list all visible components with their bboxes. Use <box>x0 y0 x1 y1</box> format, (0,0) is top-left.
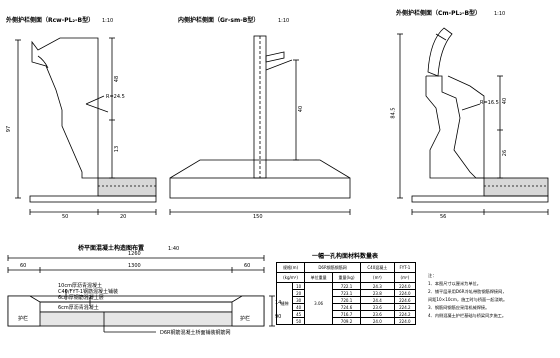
plan-dim-right-seg: 60 <box>244 263 251 269</box>
notes-item: 2．铺平层采用D6R冷轧带肋钢筋焊接网， <box>428 289 507 294</box>
table-cell: 722.1 <box>332 282 361 290</box>
table-subheader-row: (kg/m²) 单位重量 重量(kg) (m³) (m²) <box>275 272 417 283</box>
table-header-mesh: D6R钢筋钢筋网 <box>304 262 361 273</box>
table-cell: 20 <box>292 289 306 297</box>
middle-rail-bracket <box>265 51 285 63</box>
table-cell: 23.6 <box>360 303 395 311</box>
plan-left-guard-label: 护栏 <box>18 316 29 322</box>
table-header-spec: 规格(m) <box>275 262 306 273</box>
plan-note-4: 6cm厚沥青混凝土 <box>58 305 99 311</box>
plan-right-guard-label: 护栏 <box>240 316 251 322</box>
table-cell: 224.2 <box>393 303 417 311</box>
table-cell: 45 <box>292 310 306 318</box>
right-section-title: 外侧护栏侧面（Cm-PL₂-B型） <box>396 10 482 17</box>
table-sub-weight: 重量(kg) <box>332 272 361 283</box>
middle-dim-base-width: 150 <box>253 214 263 220</box>
table-cell: 224.0 <box>393 289 417 297</box>
table-cell: 716.7 <box>332 310 361 318</box>
plan-note-3: 6cm厚钢筋混凝土层 <box>58 295 104 301</box>
plan-note-1: 10cm厚沥青混凝土 <box>58 283 102 289</box>
table-unit-label: (kg/m²) <box>275 272 306 283</box>
plan-deck-top <box>7 295 265 303</box>
plan-dim-overall: 1260 <box>128 251 141 257</box>
table-cell: 24.3 <box>360 282 395 290</box>
plan-dim-left-seg: 60 <box>20 263 27 269</box>
notes-title: 注： <box>428 273 437 278</box>
table-cell: 709.2 <box>332 317 361 325</box>
table-cell: 23.8 <box>360 289 395 297</box>
table-cell: 224.0 <box>393 282 417 290</box>
table-cell: 224.0 <box>393 317 417 325</box>
table-row: 40 724.6 23.6 224.2 <box>277 303 417 311</box>
table-header-fyt: FYT-1 <box>393 262 417 273</box>
table-row: 50 709.2 24.0 224.0 <box>277 317 417 325</box>
left-barrier-face <box>37 55 49 69</box>
left-base-slab-lower <box>29 195 157 203</box>
plan-scale: 1:40 <box>168 246 180 252</box>
table-cell: 24.0 <box>360 317 395 325</box>
table-row: 30 720.1 24.4 224.6 <box>277 296 417 304</box>
right-section-scale: 1:10 <box>494 11 506 17</box>
table-row: 45 716.7 23.6 224.2 <box>277 310 417 318</box>
table-row: 缝隙 10 3.06 722.1 24.3 224.0 <box>275 282 417 325</box>
left-barrier-outline <box>31 37 99 179</box>
table-header-concrete: C40混凝土 <box>360 262 395 273</box>
left-dim-slope: R=24.5 <box>106 94 125 100</box>
table-row: 20 723.1 23.8 224.0 <box>277 289 417 297</box>
plan-note-bottom: D6R钢筋混凝土桥面铺装钢筋网 <box>160 330 231 336</box>
table-cell: 23.6 <box>360 310 395 318</box>
table-cell: 24.4 <box>360 296 395 304</box>
notes-item: 4．内侧混凝土护栏基础与桥梁同步施工。 <box>428 313 507 318</box>
left-section-scale: 1:10 <box>102 18 114 24</box>
table-title: 一幅一孔构面材料数量表 <box>312 253 379 260</box>
right-dim-slope: R=16.5 <box>480 100 499 106</box>
plan-right-guard <box>231 295 265 327</box>
table-cell: 720.1 <box>332 296 361 304</box>
right-dim-base-width: 56 <box>440 214 447 220</box>
table-cell: 224.2 <box>393 310 417 318</box>
table-header-row: 规格(m) D6R钢筋钢筋网 C40混凝土 FYT-1 <box>275 262 417 273</box>
material-table: 规格(m) D6R钢筋钢筋网 C40混凝土 FYT-1 (kg/m²) 单位重量… <box>275 262 417 354</box>
table-cell: 50 <box>292 317 306 325</box>
plan-deck-bottom <box>7 311 265 327</box>
right-rail-tube <box>427 27 453 77</box>
table-cell: 40 <box>292 303 306 311</box>
table-sub-unitweight: 单位重量 <box>304 272 334 283</box>
table-sub-volume: (m³) <box>360 272 395 283</box>
plan-note-2: C40/FYT-1钢筋混凝土铺装 <box>58 289 119 295</box>
plan-dim-mid-seg: 1300 <box>128 263 141 269</box>
left-dim-top-width: 20 <box>120 214 127 220</box>
table-unit-weight: 3.06 <box>304 282 334 325</box>
plan-title: 桥平面混凝土构造图布置 <box>78 245 145 252</box>
table-cell: 30 <box>292 296 306 304</box>
right-base-slab-lower <box>411 195 549 203</box>
table-cell: 10 <box>292 282 306 290</box>
left-dim-base-width: 50 <box>62 214 69 220</box>
table-cell: 724.6 <box>332 303 361 311</box>
table-cell: 723.1 <box>332 289 361 297</box>
left-section-title: 外侧护栏侧面（Rcw-PL₂-B型） <box>6 17 95 24</box>
middle-section-title: 内侧护栏侧面（Gr-sm-B型） <box>178 17 260 24</box>
notes-item: 间距10×10cm，施工时与桥面一起浇筑。 <box>428 297 508 302</box>
plan-left-guard <box>7 295 41 327</box>
middle-section-scale: 1:10 <box>278 18 290 24</box>
notes-block: 注： 1．本图尺寸以厘米为单位。 2．铺平层采用D6R冷轧带肋钢筋焊接网， 间距… <box>428 272 556 320</box>
plan-deck-mid <box>7 301 265 313</box>
table-cell: 224.6 <box>393 296 417 304</box>
table-sub-area: (m²) <box>393 272 417 283</box>
middle-base <box>169 177 351 199</box>
notes-item: 3．钢筋网钢筋应采用机械焊接。 <box>428 305 490 310</box>
table-group-label: 缝隙 <box>275 282 294 325</box>
notes-item: 1．本图尺寸以厘米为单位。 <box>428 281 481 286</box>
right-barrier-outline <box>426 75 485 179</box>
